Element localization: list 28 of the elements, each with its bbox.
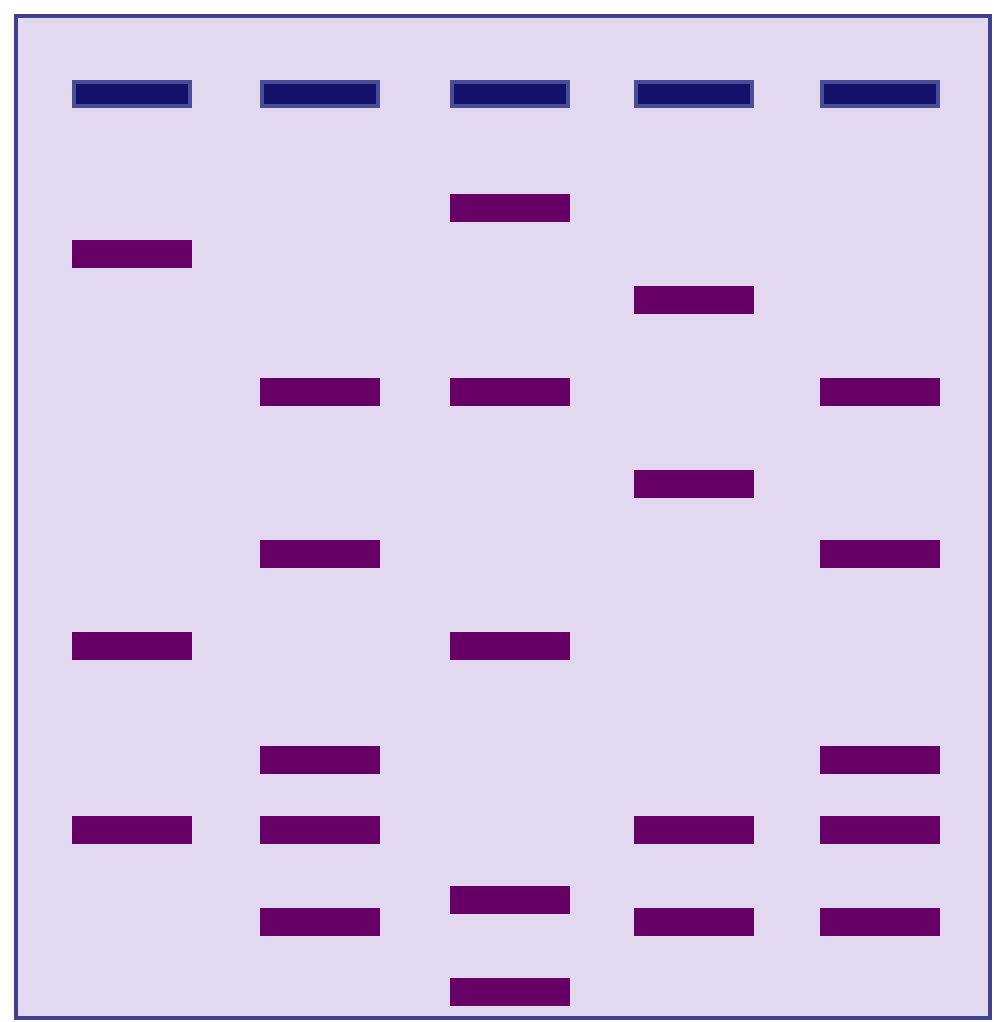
dna-band bbox=[634, 908, 754, 936]
dna-band bbox=[260, 746, 380, 774]
dna-band bbox=[260, 540, 380, 568]
dna-band bbox=[450, 886, 570, 914]
dna-band bbox=[72, 816, 192, 844]
gel-background bbox=[14, 14, 992, 1020]
dna-band bbox=[72, 632, 192, 660]
dna-band bbox=[820, 746, 940, 774]
dna-band bbox=[820, 540, 940, 568]
gel-well bbox=[634, 80, 754, 108]
dna-band bbox=[450, 978, 570, 1006]
dna-band bbox=[260, 908, 380, 936]
dna-band bbox=[820, 378, 940, 406]
gel-well bbox=[260, 80, 380, 108]
dna-band bbox=[634, 816, 754, 844]
dna-band bbox=[634, 470, 754, 498]
dna-band bbox=[260, 816, 380, 844]
gel-well bbox=[820, 80, 940, 108]
dna-band bbox=[820, 816, 940, 844]
dna-band bbox=[72, 240, 192, 268]
dna-band bbox=[820, 908, 940, 936]
dna-band bbox=[450, 378, 570, 406]
dna-band bbox=[634, 286, 754, 314]
gel-well bbox=[72, 80, 192, 108]
dna-band bbox=[450, 194, 570, 222]
dna-band bbox=[260, 378, 380, 406]
gel-well bbox=[450, 80, 570, 108]
dna-band bbox=[450, 632, 570, 660]
